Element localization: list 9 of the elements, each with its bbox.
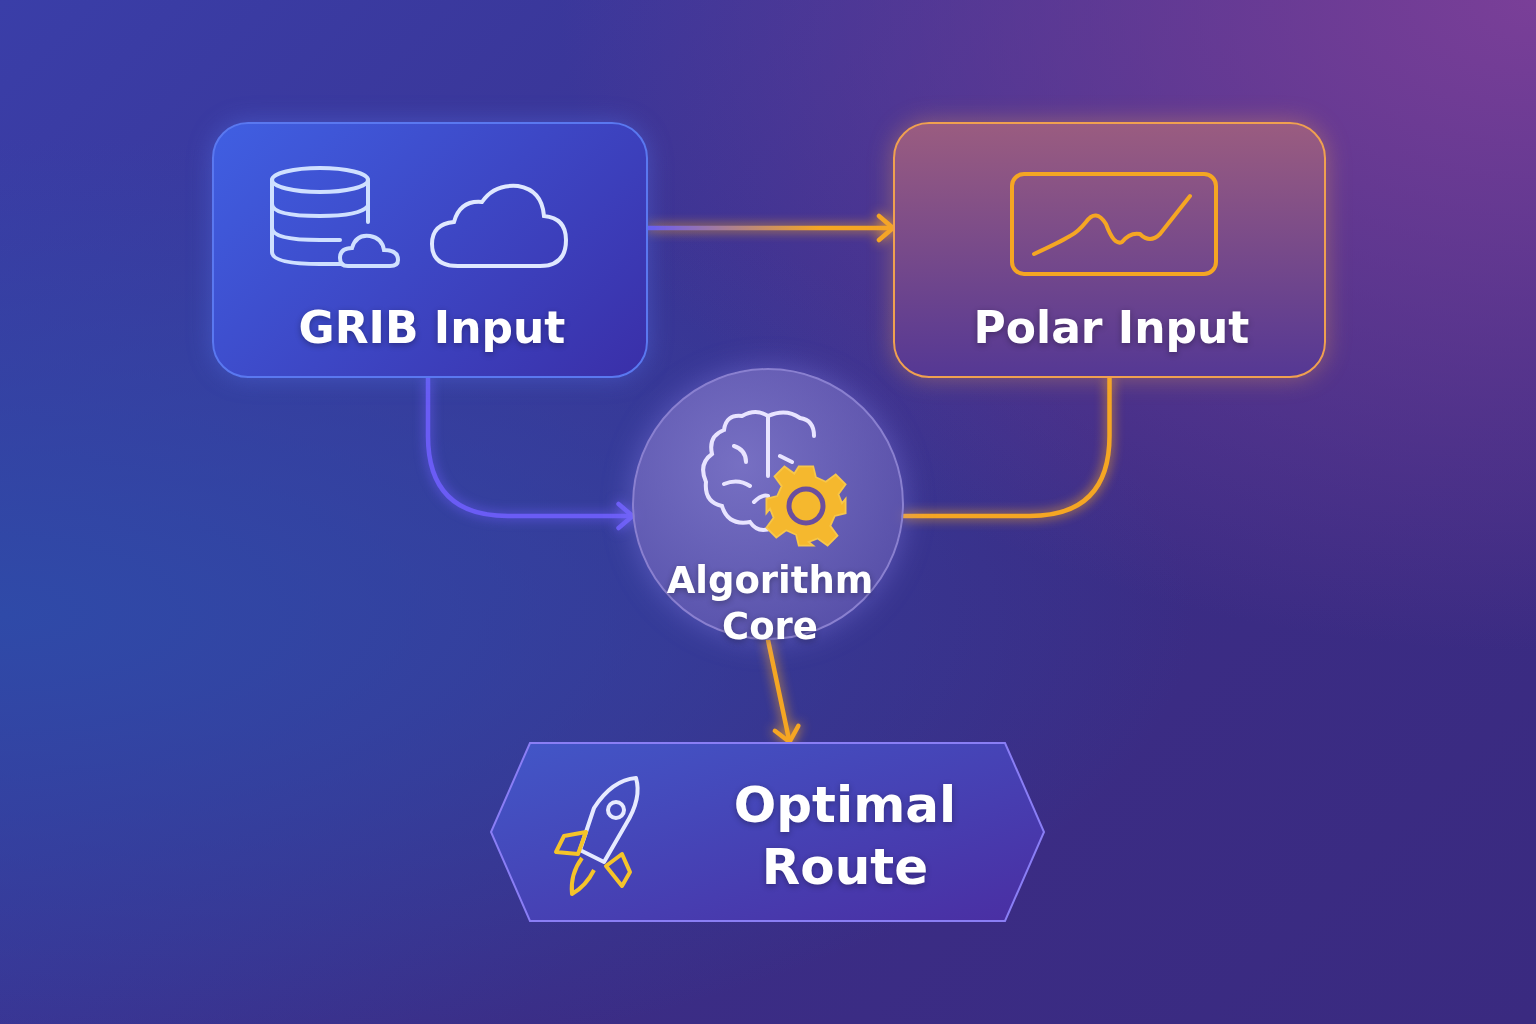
arrow (425, 375, 635, 531)
node-label: Polar Input (972, 302, 1251, 353)
node-label: Algorithm Core (665, 558, 875, 650)
connector-line (901, 375, 1112, 519)
output-hexagon (490, 742, 1045, 922)
node-label: Optimal Route (732, 775, 958, 898)
process-box (212, 122, 648, 378)
process-box (893, 122, 1326, 378)
node-label: GRIB Input (297, 302, 567, 353)
